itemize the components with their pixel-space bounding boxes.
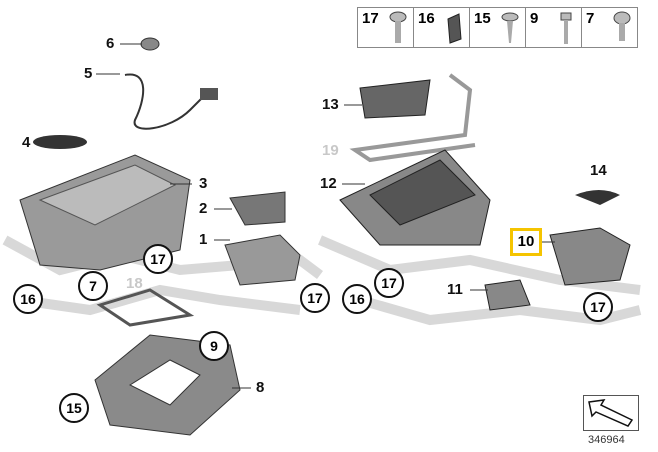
hex-screw-icon	[560, 12, 572, 44]
fastener-callout-16: 16	[342, 284, 372, 314]
part-label-2: 2	[199, 200, 208, 217]
part-label-1: 1	[199, 231, 208, 248]
fastener-callout-17: 17	[583, 292, 613, 322]
part-label-8: 8	[256, 379, 265, 396]
fastener-callout-17: 17	[300, 283, 330, 313]
part-label-4: 4	[22, 134, 31, 151]
self-tapping-screw-icon	[501, 12, 519, 43]
fastener-callout-16: 16	[13, 284, 43, 314]
legend-item-9: 9	[526, 8, 582, 47]
part-label-18: 18	[126, 275, 143, 292]
fastener-callout-9: 9	[199, 331, 229, 361]
part-label-3: 3	[199, 175, 208, 192]
part-label-14: 14	[590, 162, 607, 179]
part-label-13: 13	[322, 96, 339, 113]
diagram-number: 346964	[588, 434, 625, 446]
legend-item-16: 16	[414, 8, 470, 47]
fastener-legend: 17 16 15 9 7	[357, 7, 638, 48]
part-label-5: 5	[84, 65, 93, 82]
legend-item-15: 15	[470, 8, 526, 47]
orientation-arrow-box	[583, 395, 639, 431]
screw-icon	[389, 11, 407, 43]
part-label-11: 11	[447, 281, 463, 298]
highlighted-part-10[interactable]: 10	[510, 228, 542, 256]
screw-icon	[613, 11, 631, 41]
fastener-callout-15: 15	[59, 393, 89, 423]
direction-arrow-icon	[588, 399, 634, 427]
legend-item-17: 17	[358, 8, 414, 47]
clip-nut-icon	[447, 13, 462, 44]
part-label-19: 19	[322, 142, 339, 159]
part-label-6: 6	[106, 35, 115, 52]
part-label-12: 12	[320, 175, 337, 192]
fastener-callout-17: 17	[143, 244, 173, 274]
fastener-callout-17: 17	[374, 268, 404, 298]
legend-item-7: 7	[582, 8, 637, 47]
fastener-callout-7: 7	[78, 271, 108, 301]
